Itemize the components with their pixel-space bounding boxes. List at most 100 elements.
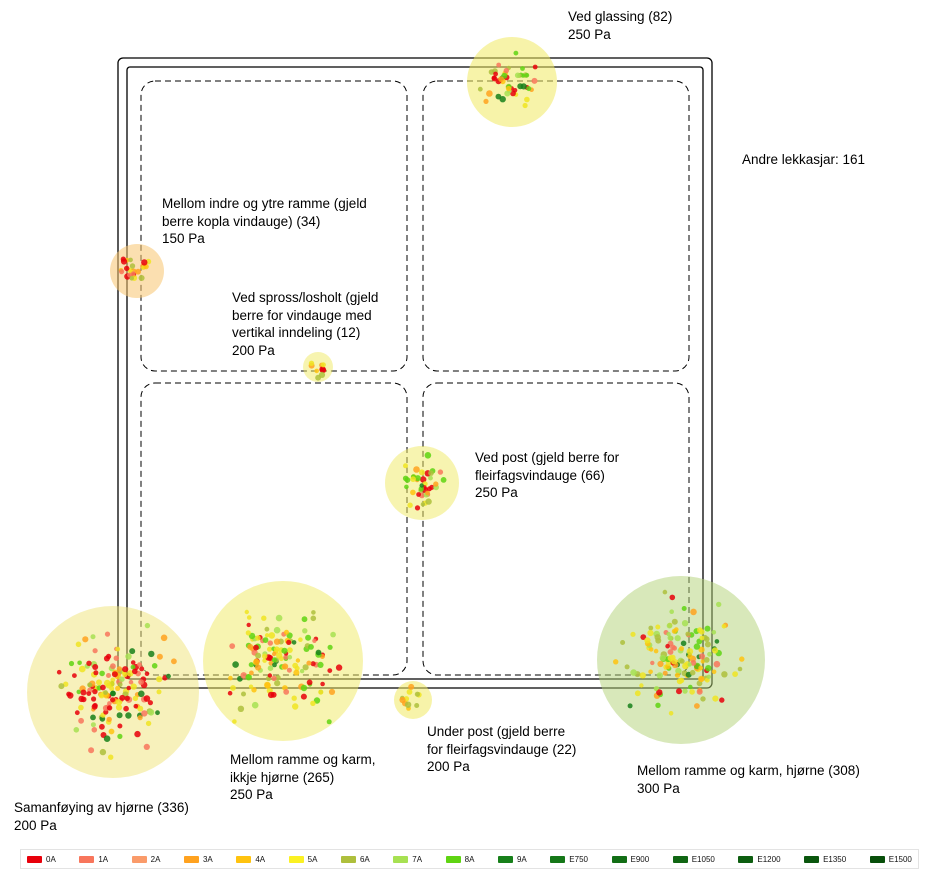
scatter-dot	[129, 263, 136, 269]
scatter-dot	[686, 648, 694, 655]
legend-label: 5A	[307, 854, 318, 864]
scatter-dot	[319, 366, 326, 373]
scatter-dot	[141, 259, 148, 266]
scatter-dot	[241, 691, 246, 697]
scatter-dot	[138, 690, 145, 698]
scatter-dot	[682, 662, 689, 670]
scatter-dot	[308, 360, 315, 366]
scatter-dot	[115, 685, 121, 692]
scatter-dot	[267, 655, 274, 661]
scatter-dot	[410, 489, 416, 496]
scatter-dot	[119, 269, 125, 275]
scatter-dot	[488, 69, 495, 75]
scatter-dot	[634, 690, 641, 697]
scatter-dot	[712, 695, 719, 702]
scatter-dot	[425, 490, 430, 496]
scatter-dot	[120, 256, 126, 262]
scatter-dot	[721, 671, 728, 678]
label-ramme-karm-hjorne: Mellom ramme og karm, hjørne (308) 300 P…	[637, 763, 860, 796]
scatter-dot	[73, 727, 80, 733]
scatter-dot	[671, 628, 678, 634]
scatter-dot	[264, 681, 271, 689]
legend-item-3a: 3A	[183, 855, 213, 864]
scatter-dot	[639, 683, 644, 688]
scatter-dot	[92, 688, 98, 695]
scatter-dot	[245, 630, 251, 636]
scatter-dot	[141, 710, 148, 717]
scatter-dot	[713, 660, 721, 668]
scatter-dot	[155, 710, 160, 716]
scatter-dot	[666, 622, 673, 629]
scatter-dot	[300, 684, 308, 692]
scatter-dot	[262, 658, 267, 663]
scatter-dot	[706, 674, 711, 679]
label-spross-losholt: Ved spross/losholt (gjeld berre for vind…	[232, 290, 379, 358]
scatter-dot	[711, 647, 719, 654]
scatter-dot	[704, 641, 711, 648]
scatter-dot	[292, 703, 299, 710]
label-indre-ytre-ramme: Mellom indre og ytre ramme (gjeld berre …	[162, 196, 367, 247]
scatter-dot	[700, 696, 706, 702]
scatter-dot	[694, 703, 700, 709]
legend-label: 1A	[98, 854, 109, 864]
legend-label: 0A	[46, 854, 56, 864]
legend-label: 7A	[412, 854, 423, 864]
scatter-dot	[707, 651, 712, 657]
scatter-dot	[416, 492, 421, 497]
scatter-dot	[676, 678, 683, 685]
scatter-dot	[413, 466, 420, 473]
scatter-dot	[287, 647, 293, 653]
scatter-dot	[648, 625, 654, 631]
scatter-dot	[627, 703, 633, 709]
scatter-dot	[108, 754, 114, 760]
scatter-dot	[716, 601, 722, 608]
legend-swatch	[497, 855, 513, 863]
scatter-dot	[526, 86, 532, 92]
scatter-dot	[273, 646, 280, 653]
scatter-dot	[106, 653, 112, 660]
scatter-dot	[143, 695, 151, 702]
scatter-dot	[299, 668, 305, 674]
scatter-dot	[313, 697, 321, 704]
scatter-dot	[310, 615, 317, 622]
scatter-dot	[406, 689, 413, 695]
scatter-dot	[531, 77, 538, 84]
scatter-dot	[92, 664, 99, 670]
scatter-dot	[320, 362, 326, 368]
scatter-dot	[90, 714, 96, 721]
scatter-dot	[520, 73, 526, 78]
legend-label: E1200	[757, 854, 781, 864]
scatter-dot	[681, 620, 689, 627]
scatter-dot	[75, 641, 82, 648]
scatter-dot	[117, 682, 123, 687]
scatter-dot	[483, 98, 489, 104]
scatter-dot	[317, 661, 324, 669]
scatter-dot	[229, 643, 236, 649]
scatter-dot	[264, 633, 270, 638]
scatter-dot	[123, 705, 129, 712]
scatter-dot	[67, 692, 74, 699]
scatter-dot	[82, 636, 89, 643]
scatter-dot	[271, 675, 277, 682]
scatter-dot	[630, 669, 637, 676]
scatter-dot	[249, 670, 254, 676]
scatter-dot	[693, 643, 701, 650]
scatter-dot	[77, 660, 82, 666]
scatter-dot	[237, 705, 245, 712]
scatter-dot	[310, 661, 316, 667]
scatter-dot	[414, 691, 420, 697]
scatter-dot	[437, 469, 444, 475]
legend-swatch	[869, 855, 885, 863]
scatter-dot	[91, 703, 98, 710]
scatter-dot	[656, 689, 663, 696]
scatter-dot	[144, 622, 151, 629]
window-outer-frame	[117, 57, 713, 689]
legend-swatch	[393, 855, 409, 863]
scatter-dot	[91, 727, 98, 733]
scatter-dot	[117, 723, 123, 729]
scatter-dot	[145, 720, 152, 727]
scatter-dot	[126, 685, 132, 691]
scatter-dot	[655, 637, 662, 644]
scatter-dot	[689, 689, 695, 695]
